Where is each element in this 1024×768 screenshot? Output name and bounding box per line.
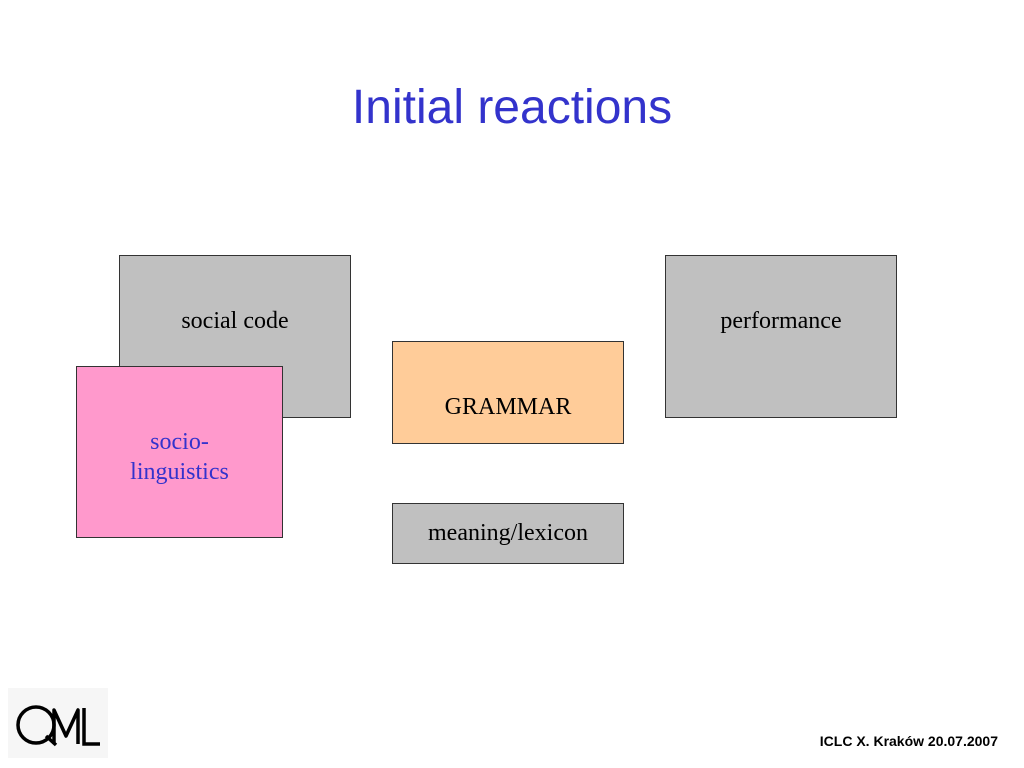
grammar-label: GRAMMAR [444,394,572,420]
meaning-lexicon-label: meaning/lexicon [428,520,588,546]
qml-logo-icon [8,688,108,758]
performance-label: performance [720,308,842,334]
grammar-box: GRAMMAR [392,341,624,444]
sociolinguistics-label-line2: linguistics [130,459,229,485]
performance-box: performance [665,255,897,418]
qml-logo-graphic [8,688,108,758]
meaning-lexicon-box: meaning/lexicon [392,503,624,564]
sociolinguistics-label: socio- linguistics [77,427,282,487]
sociolinguistics-box: socio- linguistics [76,366,283,538]
social-code-label: social code [181,308,289,334]
slide-title: Initial reactions [351,81,673,134]
sociolinguistics-label-line1: socio- [150,429,209,455]
conference-footer: ICLC X. Kraków 20.07.2007 [819,733,998,749]
